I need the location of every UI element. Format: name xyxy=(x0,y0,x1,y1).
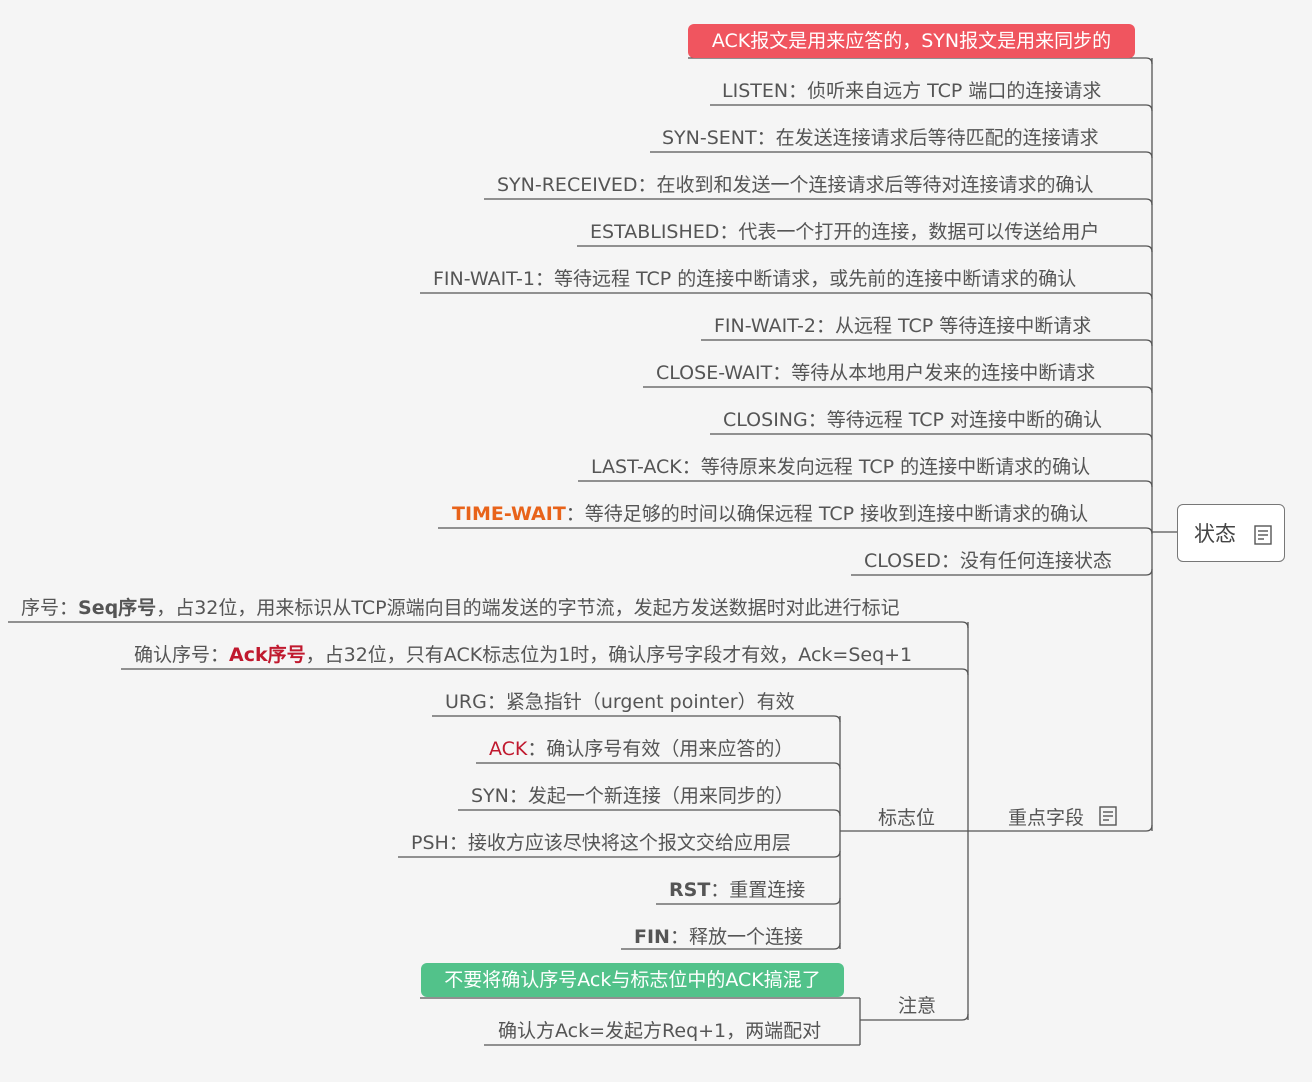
state-name: CLOSED xyxy=(864,550,941,572)
field-seq-post: ，占32位，用来标识从TCP源端向目的端发送的字节流，发起方发送数据时对此进行标… xyxy=(156,597,900,619)
note-icon xyxy=(1254,525,1272,545)
state-name: ESTABLISHED xyxy=(590,221,720,243)
highlight-text: ACK报文是用来应答的，SYN报文是用来同步的 xyxy=(711,30,1112,52)
flag-desc: ：接收方应该尽快将这个报文交给应用层 xyxy=(448,832,791,854)
state-name: FIN-WAIT-1 xyxy=(433,268,535,290)
key-fields-label: 重点字段 xyxy=(1008,807,1085,829)
flag-name: SYN xyxy=(471,785,509,807)
state-desc: ：没有任何连接状态 xyxy=(940,550,1112,572)
note-icon xyxy=(1099,806,1117,826)
root-node-status[interactable]: 状态 xyxy=(1177,504,1285,562)
root-label: 状态 xyxy=(1194,522,1236,546)
flag-rst[interactable]: RST：重置连接 xyxy=(669,878,805,902)
flag-fin[interactable]: FIN：释放一个连接 xyxy=(634,925,803,949)
field-ack-bold: Ack序号 xyxy=(229,644,306,666)
field-seq[interactable]: 序号：Seq序号，占32位，用来标识从TCP源端向目的端发送的字节流，发起方发送… xyxy=(21,596,900,620)
state-name: CLOSE-WAIT xyxy=(656,362,773,384)
state-desc: ：侦听来自远方 TCP 端口的连接请求 xyxy=(788,80,1102,102)
note-label: 注意 xyxy=(898,995,937,1017)
highlight-ack-syn[interactable]: ACK报文是用来应答的，SYN报文是用来同步的 xyxy=(688,24,1135,58)
state-name: TIME-WAIT xyxy=(452,503,566,525)
flag-desc: ：确认序号有效（用来应答的） xyxy=(527,738,794,760)
flag-name: RST xyxy=(669,879,711,901)
flags-node[interactable]: 标志位 xyxy=(878,806,935,830)
field-seq-bold: Seq序号 xyxy=(78,597,157,619)
state-syn-received[interactable]: SYN-RECEIVED：在收到和发送一个连接请求后等待对连接请求的确认 xyxy=(497,173,1093,197)
flag-urg[interactable]: URG：紧急指针（urgent pointer）有效 xyxy=(445,690,795,714)
state-close-wait[interactable]: CLOSE-WAIT：等待从本地用户发来的连接中断请求 xyxy=(656,361,1095,385)
note-highlight[interactable]: 不要将确认序号Ack与标志位中的ACK搞混了 xyxy=(421,963,844,997)
key-fields-node[interactable]: 重点字段 xyxy=(1008,806,1084,830)
flag-ack[interactable]: ACK：确认序号有效（用来应答的） xyxy=(489,737,793,761)
state-desc: ：等待远程 TCP 的连接中断请求，或先前的连接中断请求的确认 xyxy=(535,268,1077,290)
state-desc: ：等待从本地用户发来的连接中断请求 xyxy=(772,362,1096,384)
field-ack-pre: 确认序号： xyxy=(134,644,230,666)
state-desc: ：在收到和发送一个连接请求后等待对连接请求的确认 xyxy=(637,174,1094,196)
state-desc: ：代表一个打开的连接，数据可以传送给用户 xyxy=(719,221,1100,243)
state-name: CLOSING xyxy=(723,409,808,431)
field-seq-pre: 序号： xyxy=(21,597,79,619)
state-desc: ：等待远程 TCP 对连接中断的确认 xyxy=(807,409,1103,431)
field-ack[interactable]: 确认序号：Ack序号，占32位，只有ACK标志位为1时，确认序号字段才有效，Ac… xyxy=(134,643,912,667)
field-ack-post: ，占32位，只有ACK标志位为1时，确认序号字段才有效，Ack=Seq+1 xyxy=(305,644,913,666)
state-name: SYN-RECEIVED xyxy=(497,174,638,196)
flag-psh[interactable]: PSH：接收方应该尽快将这个报文交给应用层 xyxy=(411,831,791,855)
flag-desc: ：重置连接 xyxy=(710,879,806,901)
flag-name: PSH xyxy=(411,832,449,854)
flag-name: URG xyxy=(445,691,487,713)
state-established[interactable]: ESTABLISHED：代表一个打开的连接，数据可以传送给用户 xyxy=(590,220,1099,244)
note-highlight-text: 不要将确认序号Ack与标志位中的ACK搞混了 xyxy=(444,969,821,991)
state-desc: ：从远程 TCP 等待连接中断请求 xyxy=(816,315,1092,337)
state-syn-sent[interactable]: SYN-SENT：在发送连接请求后等待匹配的连接请求 xyxy=(662,126,1099,150)
flag-name: ACK xyxy=(489,738,528,760)
state-fin-wait-1[interactable]: FIN-WAIT-1：等待远程 TCP 的连接中断请求，或先前的连接中断请求的确… xyxy=(433,267,1076,291)
flags-label: 标志位 xyxy=(878,807,936,829)
state-name: LAST-ACK xyxy=(591,456,682,478)
state-name: LISTEN xyxy=(722,80,789,102)
flag-name: FIN xyxy=(634,926,670,948)
state-desc: ：在发送连接请求后等待匹配的连接请求 xyxy=(756,127,1099,149)
flag-desc: ：释放一个连接 xyxy=(669,926,803,948)
state-listen[interactable]: LISTEN：侦听来自远方 TCP 端口的连接请求 xyxy=(722,79,1101,103)
note-text[interactable]: 确认方Ack=发起方Req+1，两端配对 xyxy=(498,1019,821,1043)
state-name: SYN-SENT xyxy=(662,127,757,149)
flag-desc: ：发起一个新连接（用来同步的） xyxy=(508,785,794,807)
state-desc: ：等待原来发向远程 TCP 的连接中断请求的确认 xyxy=(681,456,1091,478)
state-desc: ：等待足够的时间以确保远程 TCP 接收到连接中断请求的确认 xyxy=(565,503,1089,525)
state-fin-wait-2[interactable]: FIN-WAIT-2：从远程 TCP 等待连接中断请求 xyxy=(714,314,1091,338)
state-closed[interactable]: CLOSED：没有任何连接状态 xyxy=(864,549,1112,573)
flag-desc: ：紧急指针（urgent pointer）有效 xyxy=(486,691,795,713)
flag-syn[interactable]: SYN：发起一个新连接（用来同步的） xyxy=(471,784,794,808)
state-name: FIN-WAIT-2 xyxy=(714,315,816,337)
state-closing[interactable]: CLOSING：等待远程 TCP 对连接中断的确认 xyxy=(723,408,1102,432)
note-node[interactable]: 注意 xyxy=(898,994,936,1018)
state-time-wait[interactable]: TIME-WAIT：等待足够的时间以确保远程 TCP 接收到连接中断请求的确认 xyxy=(452,502,1088,526)
state-last-ack[interactable]: LAST-ACK：等待原来发向远程 TCP 的连接中断请求的确认 xyxy=(591,455,1090,479)
note-text-content: 确认方Ack=发起方Req+1，两端配对 xyxy=(498,1020,822,1042)
